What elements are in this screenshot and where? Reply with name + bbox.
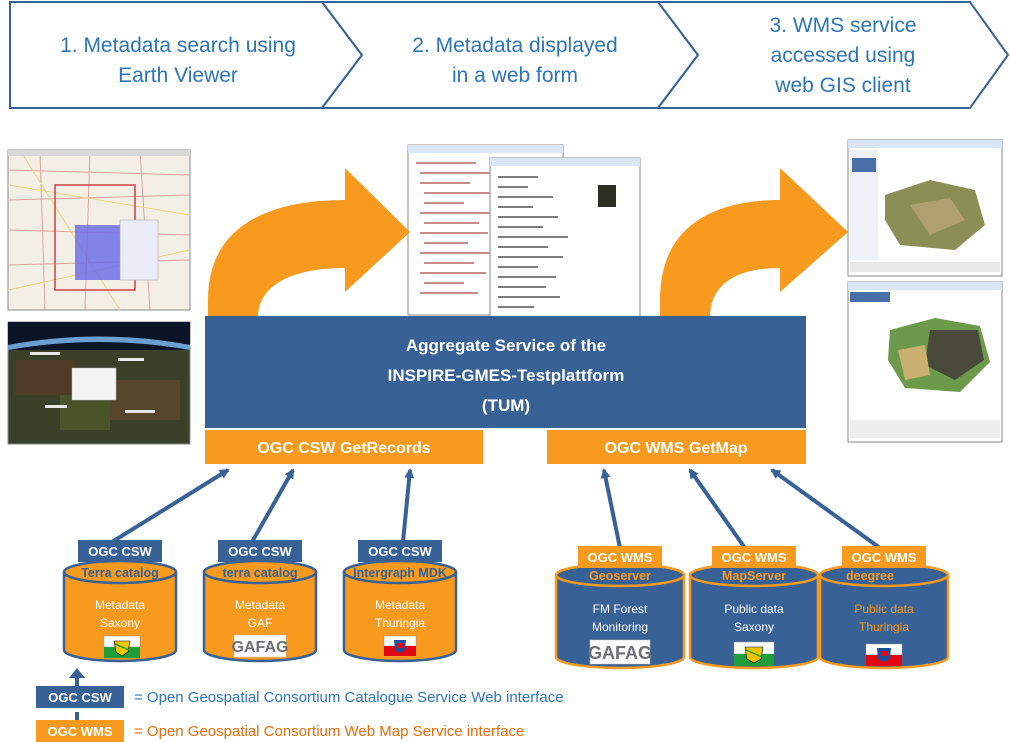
- csw-source-2-line-1: Metadata: [235, 598, 285, 612]
- csw-source-3-line-1: Metadata: [375, 598, 425, 612]
- flow-arrow-left: [208, 168, 410, 318]
- gafag-logo-icon: GAFAG: [588, 639, 652, 665]
- thuringia-flag-icon: [865, 643, 903, 666]
- legend-wms-row: OGC WMS = Open Geospatial Consortium Web…: [36, 712, 524, 742]
- csw-source-3: OGC CSW Intergraph MDK Metadata Thuringi…: [342, 540, 458, 663]
- earth-viewer-globe-thumbnail: [7, 321, 191, 445]
- step-3-line-1: 3. WMS service: [769, 14, 916, 37]
- csw-source-2-badge: OGC CSW: [228, 544, 292, 559]
- legend-csw-badge: OGC CSW: [48, 690, 112, 705]
- saxony-flag-icon: [103, 635, 141, 658]
- earth-viewer-map-thumbnail: [7, 149, 191, 311]
- step-1-line-2: Earth Viewer: [118, 64, 238, 87]
- wms-source-1: OGC WMS Geoserver FM Forest Monitoring G…: [554, 546, 686, 670]
- csw-source-1-line-1: Metadata: [95, 598, 145, 612]
- csw-source-2: OGC CSW terra catalog Metadata GAF GAFAG: [202, 540, 318, 663]
- gafag-logo-icon: GAFAG: [232, 634, 289, 658]
- wms-source-3-line-2: Thuringia: [859, 620, 909, 634]
- step-2-chevron: 2. Metadata displayed in a web form: [319, 0, 700, 109]
- legend-wms-text: = Open Geospatial Consortium Web Map Ser…: [134, 723, 524, 740]
- csw-source-2-line-2: GAF: [248, 616, 273, 630]
- csw-source-3-badge: OGC CSW: [368, 544, 432, 559]
- arrow-wms-2: [688, 468, 747, 550]
- step-3-line-2: accessed using: [771, 44, 916, 67]
- step-2-line-1: 2. Metadata displayed: [412, 34, 617, 57]
- csw-interface-bar: OGC CSW GetRecords: [205, 430, 483, 464]
- aggregate-title-line-3: (TUM): [482, 396, 530, 415]
- wms-source-2: OGC WMS MapServer Public data Saxony: [688, 546, 820, 670]
- wms-interface-label: OGC WMS GetMap: [604, 440, 747, 457]
- aggregate-service-box: Aggregate Service of the INSPIRE-GMES-Te…: [205, 316, 806, 428]
- step-3-chevron: 3. WMS service accessed using web GIS cl…: [655, 0, 1010, 109]
- step-2-line-2: in a web form: [452, 64, 578, 87]
- csw-source-3-title: Intergraph MDK: [353, 566, 447, 580]
- legend-wms-badge: OGC WMS: [48, 724, 113, 739]
- wms-source-3-line-1: Public data: [854, 602, 914, 616]
- csw-source-2-title: terra catalog: [222, 566, 297, 580]
- arrow-csw-2: [250, 468, 295, 543]
- flow-arrow-right: [660, 168, 848, 318]
- saxony-flag-icon: [733, 641, 775, 666]
- aggregate-title-line-2: INSPIRE-GMES-Testplattform: [388, 366, 625, 385]
- step-1-line-1: 1. Metadata search using: [60, 34, 296, 57]
- gafag-logo-text: GAFAG: [232, 639, 289, 656]
- csw-source-3-line-2: Thuringia: [375, 616, 425, 630]
- wms-source-1-line-1: FM Forest: [593, 602, 648, 616]
- wms-source-1-title: Geoserver: [589, 569, 651, 583]
- wms-source-2-badge: OGC WMS: [722, 550, 787, 565]
- connector-arrows: [110, 468, 882, 550]
- wms-source-2-line-1: Public data: [724, 602, 784, 616]
- arrow-csw-3: [401, 468, 415, 543]
- wms-source-3: OGC WMS deegree Public data Thuringia: [818, 546, 950, 670]
- thuringia-flag-icon: [383, 635, 417, 656]
- arrow-csw-1: [110, 468, 230, 544]
- arrow-wms-1: [600, 468, 622, 549]
- wms-source-3-badge: OGC WMS: [852, 550, 917, 565]
- csw-source-1-title: Terra catalog: [81, 566, 159, 580]
- csw-source-1: OGC CSW Terra catalog Metadata Saxony: [62, 540, 178, 663]
- step-3-line-3: web GIS client: [774, 74, 911, 97]
- legend-csw-row: OGC CSW = Open Geospatial Consortium Cat…: [36, 668, 564, 708]
- csw-source-1-line-2: Saxony: [100, 616, 140, 630]
- legend-csw-text: = Open Geospatial Consortium Catalogue S…: [134, 689, 564, 706]
- aggregate-title-line-1: Aggregate Service of the: [406, 336, 606, 355]
- legend: OGC CSW = Open Geospatial Consortium Cat…: [36, 668, 564, 742]
- csw-source-1-badge: OGC CSW: [88, 544, 152, 559]
- csw-interface-label: OGC CSW GetRecords: [257, 440, 430, 457]
- step-1-chevron: 1. Metadata search using Earth Viewer: [9, 0, 364, 109]
- wms-source-3-title: deegree: [846, 569, 894, 583]
- wms-interface-bar: OGC WMS GetMap: [547, 430, 806, 464]
- wms-source-1-badge: OGC WMS: [588, 550, 653, 565]
- wms-source-2-title: MapServer: [722, 569, 786, 583]
- process-steps: 1. Metadata search using Earth Viewer 2.…: [9, 0, 1010, 109]
- metadata-form-screenshot-front: [489, 157, 641, 334]
- gafag-logo-text: GAFAG: [588, 643, 652, 663]
- web-gis-client-screenshot-top: [847, 139, 1003, 277]
- arrow-wms-3: [770, 468, 882, 550]
- wms-source-1-line-2: Monitoring: [592, 620, 648, 634]
- web-gis-client-screenshot-bottom: [847, 281, 1003, 443]
- wms-source-2-line-2: Saxony: [734, 620, 774, 634]
